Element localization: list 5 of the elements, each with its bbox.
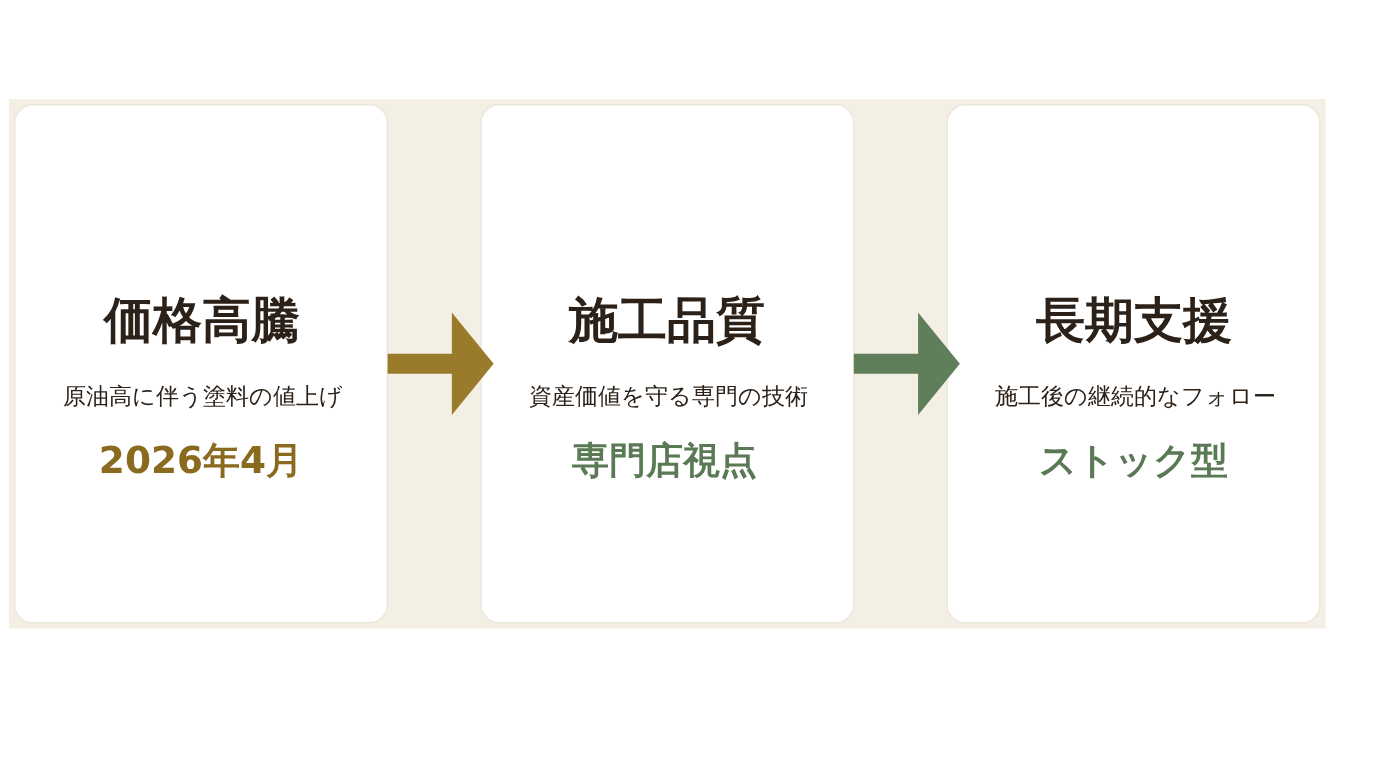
node-box: 長期支援 施工後の継続的なフォロー ストック型: [946, 103, 1321, 623]
node-box: 施工品質 資産価値を守る専門の技術 専門店視点: [480, 103, 855, 623]
node-box: 価格高騰 原油高に伴う塗料の値上げ 2026年4月: [13, 103, 389, 623]
arrow: [387, 312, 494, 415]
arrow: [853, 312, 960, 415]
